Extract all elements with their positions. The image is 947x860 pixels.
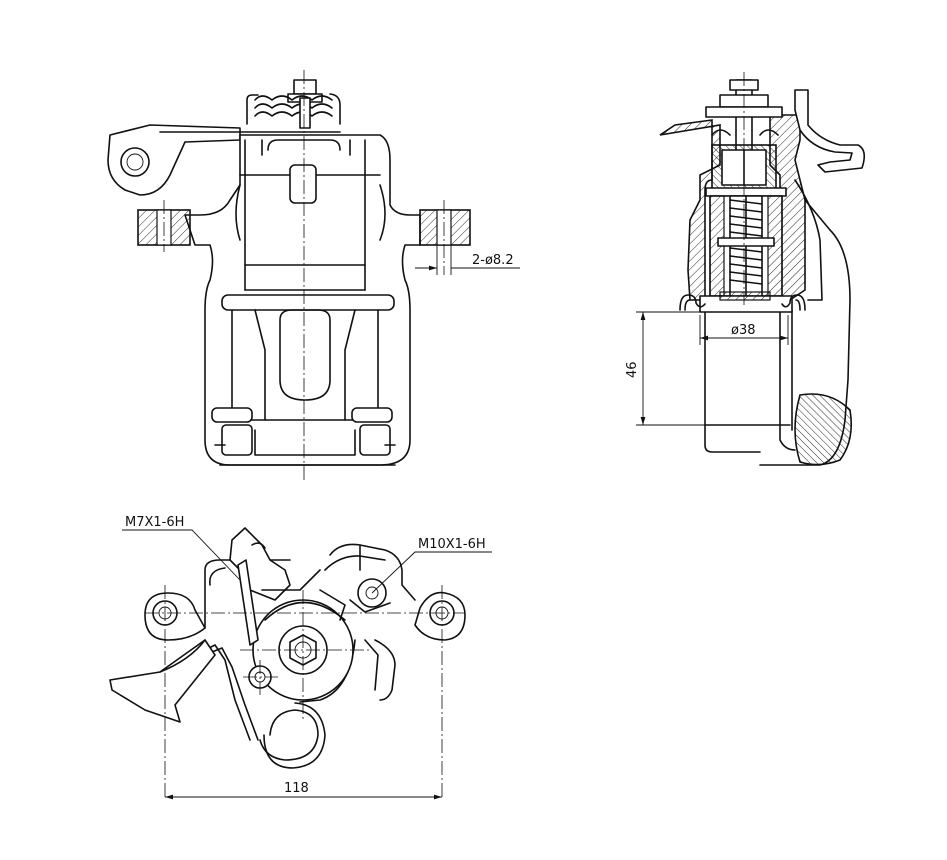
section-view: ø38 46: [625, 72, 866, 466]
mounting-ear-right: [419, 209, 471, 246]
m7-callout: M7X1-6H: [122, 515, 241, 581]
piston-diameter-dimension: ø38: [699, 315, 789, 345]
mount-spacing-label: 118: [284, 781, 309, 796]
m10-thread-label: M10X1-6H: [418, 537, 486, 552]
m7-thread-label: M7X1-6H: [125, 515, 184, 530]
piston-height-label: 46: [625, 361, 640, 378]
parking-lever: [107, 124, 341, 196]
piston-diameter-label: ø38: [731, 323, 756, 338]
spring-assembly: [246, 79, 341, 129]
hole-spec-label: 2-ø8.2: [472, 253, 514, 268]
caliper-body: [184, 134, 421, 466]
plan-view: M7X1-6H M10X1-6H 118: [109, 515, 492, 800]
m10-callout: M10X1-6H: [371, 537, 492, 594]
front-view: 2-ø8.2: [107, 70, 520, 480]
piston-height-dimension: 46: [625, 311, 705, 426]
hole-dimension: 2-ø8.2: [415, 245, 520, 275]
mount-spacing-dimension: 118: [165, 781, 442, 800]
